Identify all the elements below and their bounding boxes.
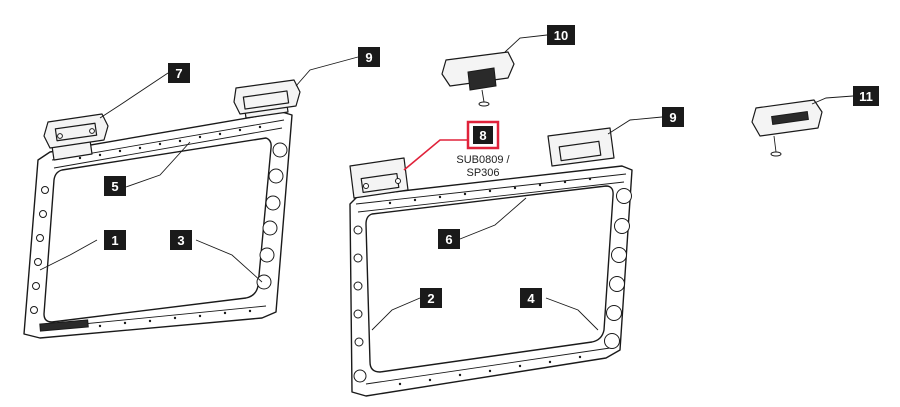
- callout-2: 2: [420, 288, 442, 308]
- part-7-bracket: [43, 113, 109, 149]
- leader-lines: [39, 34, 854, 331]
- callout-7: 7: [168, 63, 190, 83]
- svg-text:10: 10: [554, 28, 568, 43]
- callout-11: 11: [853, 86, 879, 106]
- part-11-clamp: [751, 99, 823, 157]
- callout-9-right: 9: [662, 107, 684, 127]
- svg-text:9: 9: [669, 110, 676, 125]
- svg-text:8: 8: [479, 128, 486, 143]
- part-9-bracket-left: [233, 79, 301, 115]
- part-10-clamp: [441, 51, 515, 107]
- callout-4: 4: [520, 288, 542, 308]
- svg-text:SP306: SP306: [466, 167, 499, 179]
- svg-text:4: 4: [527, 291, 535, 306]
- svg-text:11: 11: [859, 89, 873, 104]
- svg-text:7: 7: [175, 66, 182, 81]
- svg-text:5: 5: [111, 179, 118, 194]
- svg-text:SUB0809 /: SUB0809 /: [456, 154, 510, 166]
- part-8-caption: SUB0809 / SP306: [456, 154, 510, 179]
- svg-text:9: 9: [365, 50, 372, 65]
- callout-6: 6: [438, 229, 460, 249]
- svg-text:6: 6: [445, 232, 452, 247]
- callout-8: 8: [466, 120, 500, 150]
- callout-1: 1: [104, 230, 126, 250]
- callout-9-left: 9: [358, 47, 380, 67]
- callout-3: 3: [170, 230, 192, 250]
- svg-text:1: 1: [111, 233, 118, 248]
- svg-text:3: 3: [177, 233, 184, 248]
- callout-5: 5: [104, 176, 126, 196]
- callout-10: 10: [547, 25, 575, 45]
- right-frame: [349, 127, 633, 397]
- svg-text:2: 2: [427, 291, 434, 306]
